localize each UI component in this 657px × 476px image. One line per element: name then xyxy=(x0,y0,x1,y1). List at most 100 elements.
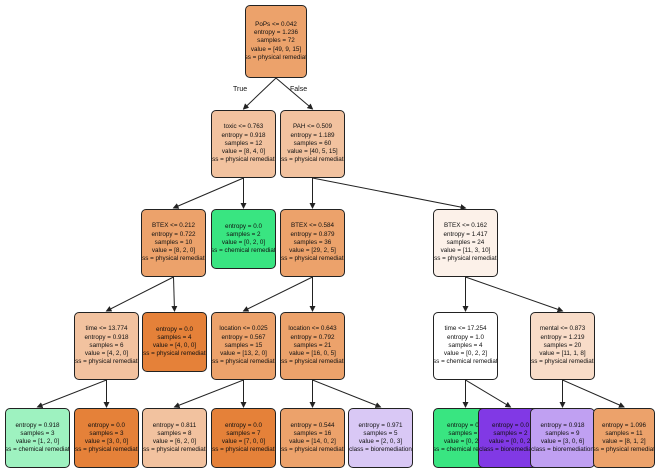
node-line: time <= 13.774 xyxy=(85,325,128,333)
node-line: entropy = 0.544 xyxy=(290,421,335,429)
node-line: class = physical remediation xyxy=(212,446,275,454)
node-line: value = [2, 0, 3] xyxy=(358,438,403,445)
node-line: class = chemical remediation xyxy=(433,446,497,454)
node-line: BTEX <= 0.212 xyxy=(151,222,196,230)
node-line: samples = 36 xyxy=(293,238,332,246)
node-line: class = physical remediation xyxy=(75,358,138,366)
edge-n5-n9 xyxy=(242,276,313,312)
node-line: samples = 21 xyxy=(293,341,332,349)
node-line: value = [1, 2, 0] xyxy=(15,438,60,445)
node-line: samples = 7 xyxy=(226,429,261,437)
node-line: class = physical remediation xyxy=(75,446,138,454)
node-line: samples = 4 xyxy=(157,333,192,341)
node-line: samples = 3 xyxy=(89,429,124,437)
node-line: value = [0, 2, 2] xyxy=(443,350,488,358)
node-line: entropy = 1.0 xyxy=(447,333,484,341)
node-line: BTEX <= 0.584 xyxy=(290,222,335,230)
node-line: value = [49, 9, 15] xyxy=(250,45,302,53)
node-line: entropy = 0.918 xyxy=(84,333,129,341)
node-line: location <= 0.025 xyxy=(219,325,268,333)
node-line: samples = 24 xyxy=(446,238,485,246)
node-line: PAH <= 0.509 xyxy=(292,123,333,131)
node-line: samples = 11 xyxy=(605,429,643,437)
node-line: entropy = 0.0 xyxy=(88,421,125,429)
node-line: entropy = 0.0 xyxy=(156,325,193,333)
node-line: class = bioremediation xyxy=(349,446,412,454)
node-line: value = [40, 5, 15] xyxy=(287,148,338,156)
node-line: value = [7, 0, 0] xyxy=(221,438,266,445)
node-line: class = physical remediation xyxy=(281,446,344,454)
node-line: samples = 10 xyxy=(154,238,193,246)
node-line: value = [0, 2, 0] xyxy=(443,438,488,445)
edge-n12-n22 xyxy=(562,379,625,408)
node-line: value = [0, 2, 0] xyxy=(221,239,266,246)
node-line: class = physical remediation xyxy=(434,255,497,263)
node-line: class = physical remediation xyxy=(143,446,206,454)
node-line: samples = 15 xyxy=(224,341,263,349)
node-line: class = physical remediation xyxy=(212,358,275,366)
node-line: samples = 5 xyxy=(363,429,398,437)
node-line: location <= 0.643 xyxy=(288,325,337,333)
node-line: value = [8, 1, 2] xyxy=(602,438,646,445)
edge-n10-n18 xyxy=(312,379,382,408)
node-line: entropy = 0.567 xyxy=(221,333,266,341)
node-line: BTEX <= 0.162 xyxy=(443,222,488,230)
node-line: value = [16, 0, 5] xyxy=(289,350,336,358)
edge-n7-n13 xyxy=(36,379,107,408)
node-line: toxic <= 0.763 xyxy=(223,123,264,131)
edge-n2-n6 xyxy=(312,177,467,210)
node-line: value = [13, 2, 0] xyxy=(220,350,267,358)
node-line: samples = 8 xyxy=(157,429,192,437)
edge-root-n2 xyxy=(275,77,314,110)
node-line: entropy = 0.918 xyxy=(540,421,585,429)
node-line: class = physical remediation xyxy=(531,358,594,366)
node-line: entropy = 0.918 xyxy=(221,131,266,139)
node-line: value = [3, 0, 6] xyxy=(540,438,585,445)
node-line: class = chemical remediation xyxy=(433,358,498,366)
node-line: class = physical remediation xyxy=(593,446,655,454)
node-line: time <= 17.254 xyxy=(444,325,487,333)
node-line: class = physical remediation xyxy=(245,53,307,61)
node-line: class = bioremediation xyxy=(531,446,594,454)
node-line: value = [11, 1, 8] xyxy=(539,350,586,358)
node-line: samples = 2 xyxy=(448,429,483,437)
node-line: mental <= 0.873 xyxy=(539,325,586,333)
node-line: samples = 4 xyxy=(448,341,483,349)
node-line: value = [3, 0, 0] xyxy=(84,438,129,445)
node-line: class = bioremediation xyxy=(479,446,542,454)
node-line: entropy = 0.811 xyxy=(152,421,197,429)
node-line: entropy = 0.0 xyxy=(447,421,484,429)
node-line: samples = 20 xyxy=(543,341,582,349)
node-line: entropy = 0.918 xyxy=(15,421,60,429)
node-line: value = [6, 2, 0] xyxy=(152,438,197,445)
edge-root-n1 xyxy=(242,77,277,110)
node-line: samples = 9 xyxy=(545,429,580,437)
node-line: entropy = 1.189 xyxy=(290,131,335,139)
node-line: entropy = 0.0 xyxy=(492,421,529,429)
node-line: samples = 2 xyxy=(493,429,528,437)
node-line: entropy = 0.722 xyxy=(151,230,196,238)
node-line: PoPs <= 0.042 xyxy=(255,20,297,28)
node-line: samples = 60 xyxy=(293,139,332,147)
node-line: value = [29, 2, 5] xyxy=(289,247,336,255)
node-line: entropy = 1.417 xyxy=(443,230,488,238)
node-line: samples = 6 xyxy=(89,341,124,349)
